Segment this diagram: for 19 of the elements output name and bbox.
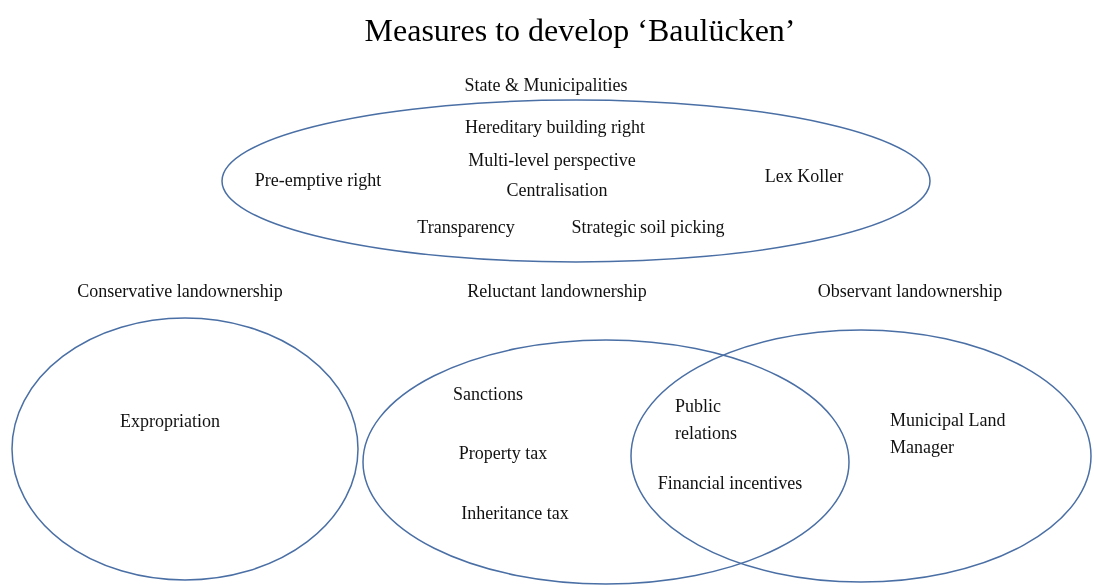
- measure-text: Lex Koller: [764, 164, 844, 188]
- measure-text: Centralisation: [506, 178, 608, 202]
- set-heading: Conservative landownership: [77, 279, 283, 303]
- measure-text: Strategic soil picking: [571, 215, 725, 239]
- measure-text: Pre-emptive right: [254, 168, 382, 192]
- set-heading: State & Municipalities: [464, 73, 628, 97]
- measure-text: Hereditary building right: [465, 115, 645, 139]
- measure-text: Multi-level perspective: [468, 148, 636, 172]
- measure-text: Financial incentives: [657, 471, 803, 495]
- measure-text: Municipal Land Manager: [890, 409, 1007, 459]
- measure-text: Inheritance tax: [461, 501, 569, 525]
- diagram-title: Measures to develop ‘Baulücken’: [364, 11, 796, 49]
- measure-text: Property tax: [458, 441, 548, 465]
- measure-text: Sanctions: [453, 382, 523, 406]
- set-heading: Observant landownership: [817, 279, 1003, 303]
- measure-text: Transparency: [417, 215, 515, 239]
- set-heading: Reluctant landownership: [467, 279, 647, 303]
- measure-text: Public relations: [675, 395, 738, 445]
- measure-text: Expropriation: [120, 409, 220, 433]
